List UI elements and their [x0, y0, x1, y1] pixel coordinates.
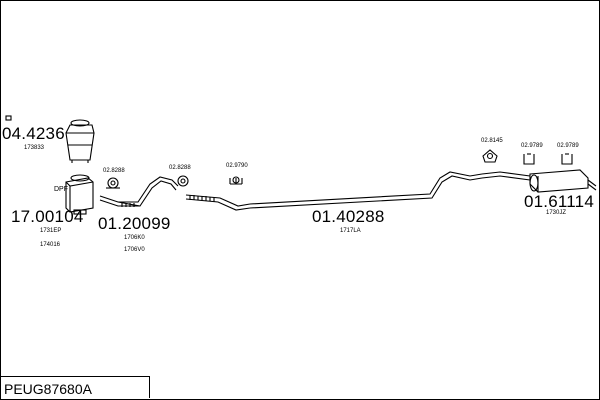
title-box: PEUG87680A: [0, 376, 150, 398]
part-code-front-pipe: 01.20099: [98, 214, 171, 233]
part-sub-middle-pipe: 1717LA: [340, 228, 361, 234]
part-code-catalyst: 04.4236: [2, 124, 65, 143]
part-sub-front-pipe-1: 1706K0: [124, 235, 145, 241]
part-sub-front-pipe-2: 1706V0: [124, 247, 145, 253]
diagram-title: PEUG87680A: [4, 381, 92, 397]
part-sub-rear-silencer: 1730JZ: [546, 210, 567, 216]
small-part-code-2: 02.8288: [169, 165, 191, 171]
part-code-dpf: 17.00104: [11, 207, 84, 226]
small-part-code-6: 02.9789: [557, 143, 579, 149]
part-code-middle-pipe: 01.40288: [312, 207, 385, 226]
middle-pipe-drawing: [249, 171, 483, 209]
small-part-code-5: 02.9789: [521, 143, 543, 149]
small-part-code-4: 02.8145: [481, 138, 503, 144]
part-code-rear-silencer: 01.61114: [524, 192, 594, 211]
part-sub-catalyst: 173833: [24, 145, 45, 151]
flex-section-drawing: [185, 194, 251, 211]
catalyst-part-drawing: [5, 115, 95, 163]
small-part-code-1: 02.8288: [103, 168, 125, 174]
small-part-code-3: 02.9790: [226, 163, 248, 169]
dpf-tag: DPF: [54, 186, 68, 193]
small-parts-drawing: [106, 149, 573, 189]
part-sub-dpf-2: 174016: [40, 242, 61, 248]
front-pipe-drawing: [99, 176, 179, 207]
rear-silencer-drawing: [481, 169, 597, 193]
part-sub-dpf-1: 1731EP: [40, 228, 62, 234]
dpf-part-drawing: [65, 174, 94, 215]
